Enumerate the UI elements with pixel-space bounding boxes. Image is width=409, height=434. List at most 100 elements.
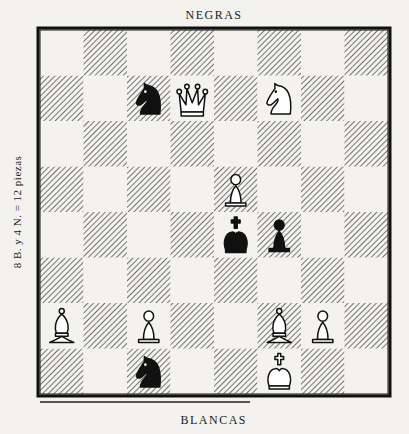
dark-square <box>214 258 258 304</box>
dark-square <box>171 303 215 349</box>
piece-part <box>136 84 160 114</box>
dark-square <box>345 121 389 167</box>
light-square <box>345 349 389 395</box>
light-square <box>345 167 389 213</box>
dark-square <box>301 167 345 213</box>
board-squares <box>40 30 388 394</box>
piece-part <box>226 249 246 252</box>
piece-part <box>136 357 160 387</box>
dark-square <box>345 212 389 258</box>
dark-square <box>127 167 171 213</box>
white-piece <box>177 84 208 116</box>
light-square <box>171 76 215 122</box>
piece-part <box>277 308 282 313</box>
piece-part <box>144 363 147 366</box>
light-square <box>258 76 302 122</box>
piece-part <box>230 186 241 203</box>
piece-part <box>267 336 291 342</box>
dark-square <box>258 303 302 349</box>
light-square <box>171 258 215 304</box>
piece-part <box>275 90 278 93</box>
dark-square <box>258 212 302 258</box>
piece-part <box>231 217 240 228</box>
light-square <box>40 303 84 349</box>
dark-square <box>127 258 171 304</box>
board-inner-frame <box>40 30 388 394</box>
dark-square <box>84 212 128 258</box>
white-piece <box>268 354 291 389</box>
light-square <box>40 30 84 76</box>
side-label: NEGRAS <box>186 8 243 23</box>
dark-square <box>127 76 171 122</box>
light-square <box>301 121 345 167</box>
piece-count-note: 8 B. y 4 N. = 12 piezas <box>11 156 23 269</box>
light-square <box>258 167 302 213</box>
dark-square <box>214 76 258 122</box>
piece-part <box>50 336 74 342</box>
light-square <box>345 76 389 122</box>
light-square <box>84 167 128 213</box>
light-square <box>301 212 345 258</box>
light-square <box>40 212 84 258</box>
piece-part <box>313 339 333 342</box>
piece-part <box>231 175 241 185</box>
white-piece <box>267 308 291 342</box>
piece-part <box>144 311 154 321</box>
piece-part <box>318 311 328 321</box>
piece-part <box>267 84 291 114</box>
light-square <box>214 303 258 349</box>
piece-part <box>269 248 289 251</box>
piece-part <box>143 322 154 339</box>
dark-square <box>84 303 128 349</box>
piece-part <box>139 339 159 342</box>
light-square <box>301 303 345 349</box>
light-square <box>40 121 84 167</box>
piece-part <box>144 90 147 93</box>
black-piece <box>224 217 247 252</box>
pieces <box>50 84 333 389</box>
dark-square <box>345 30 389 76</box>
piece-part <box>274 231 285 248</box>
piece-part <box>179 89 205 112</box>
dark-square <box>258 121 302 167</box>
dark-square <box>127 349 171 395</box>
board-frame <box>38 28 390 396</box>
piece-part <box>177 89 181 94</box>
light-square <box>171 349 215 395</box>
light-square <box>84 258 128 304</box>
light-square <box>214 212 258 258</box>
light-square <box>258 349 302 395</box>
piece-part <box>55 314 68 333</box>
dark-square <box>84 30 128 76</box>
dark-square <box>40 76 84 122</box>
light-square <box>301 30 345 76</box>
piece-part <box>269 386 289 389</box>
dark-square <box>40 349 84 395</box>
piece-part <box>181 112 203 116</box>
piece-part <box>226 203 246 206</box>
light-square <box>214 121 258 167</box>
dark-square <box>301 258 345 304</box>
light-square <box>84 76 128 122</box>
white-piece <box>139 311 159 342</box>
dark-square <box>214 167 258 213</box>
dark-square <box>40 167 84 213</box>
piece-part <box>317 322 328 339</box>
dark-square <box>258 30 302 76</box>
piece-part <box>275 354 284 365</box>
black-piece <box>269 220 289 251</box>
dark-square <box>301 349 345 395</box>
black-piece <box>136 357 160 387</box>
piece-part <box>274 220 284 230</box>
white-piece <box>313 311 333 342</box>
white-piece <box>50 308 74 342</box>
light-square <box>84 349 128 395</box>
piece-part <box>268 369 291 386</box>
piece-part <box>273 314 286 333</box>
light-square <box>127 121 171 167</box>
dark-square <box>345 303 389 349</box>
side-label: BLANCAS <box>181 413 248 428</box>
dark-square <box>171 121 215 167</box>
light-square <box>345 258 389 304</box>
